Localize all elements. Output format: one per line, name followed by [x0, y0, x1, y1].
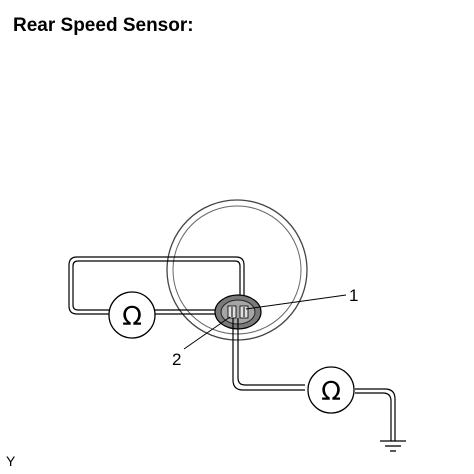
top-loop-wire: [68, 256, 245, 315]
ground-lead-wire: [355, 388, 396, 441]
figure-code: Y: [6, 453, 16, 469]
diagram-title: Rear Speed Sensor:: [13, 15, 194, 36]
sensor-ring: [166, 199, 308, 341]
left-ohmmeter-lead: [154, 309, 222, 315]
callout-terminal-1: 1: [349, 286, 358, 305]
sensor-connector: [214, 294, 262, 330]
bottom-lead-wire: [232, 318, 305, 391]
ohmmeter-left-symbol: Ω: [122, 302, 142, 332]
callout-terminal-2: 2: [172, 350, 181, 369]
ohmmeter-left: Ω: [108, 291, 156, 339]
ohmmeter-right: Ω: [307, 366, 355, 414]
callout-leaders: [183, 294, 347, 350]
ground-icon: [380, 440, 406, 452]
ohmmeter-right-symbol: Ω: [321, 377, 341, 407]
